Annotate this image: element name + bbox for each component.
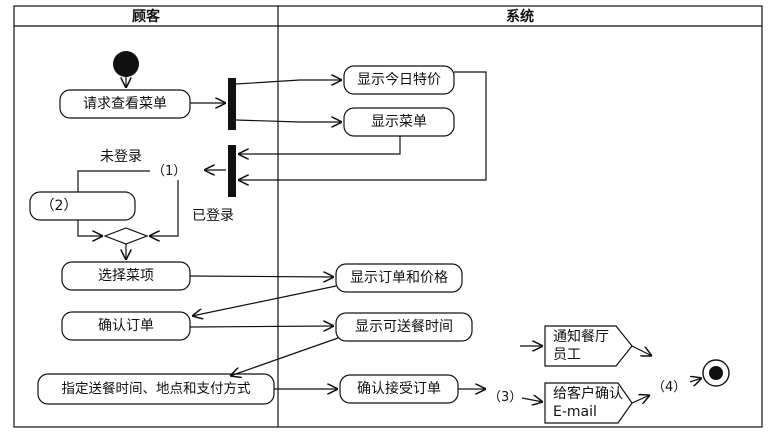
action-request-menu <box>59 89 191 119</box>
lane-header-system: 系统 <box>506 8 534 25</box>
blank-1: （1） <box>152 164 187 179</box>
label-show-specials: 显示今日特价 <box>357 72 441 88</box>
action-blank-2 <box>29 191 136 221</box>
edge-menu-join <box>238 136 401 154</box>
label-notify-staff: 通知餐厅员工 <box>553 329 609 363</box>
label-show-delivery-time: 显示可送餐时间 <box>355 319 453 335</box>
label-email-customer: 给客户确认E-mail <box>553 386 623 420</box>
edge-show-order-confirm <box>192 285 337 316</box>
edge-logged <box>149 180 179 236</box>
edge-blank4-final <box>689 378 702 382</box>
action-confirm-order <box>61 311 191 341</box>
action-show-order-price <box>335 263 463 293</box>
edge-select-show-order <box>189 276 334 277</box>
label-blank-2: （2） <box>40 198 78 214</box>
edge-not-logged <box>77 170 150 192</box>
label-show-order-price: 显示订单和价格 <box>350 270 448 286</box>
label-request-menu: 请求查看菜单 <box>83 96 167 112</box>
lane-header-customer: 顾客 <box>132 8 160 25</box>
edge-blank2-decision <box>77 220 103 236</box>
decision-node <box>103 227 149 245</box>
guard-not-logged-in: 未登录 <box>100 149 142 165</box>
edge-show-time-specify <box>230 337 339 376</box>
action-notify-staff <box>544 325 633 367</box>
fork-bar <box>228 78 236 130</box>
label-confirm-order: 确认订单 <box>98 318 154 334</box>
edge-fork-specials <box>235 80 342 84</box>
guard-logged-in: 已登录 <box>192 208 234 224</box>
action-email-customer <box>544 382 633 424</box>
join-bar <box>228 145 236 197</box>
action-show-menu <box>343 107 455 137</box>
initial-node <box>113 51 139 77</box>
edge-notify-out <box>631 345 652 356</box>
blank-3: （3） <box>488 390 523 405</box>
edge-fork-menu <box>235 120 342 122</box>
label-show-menu: 显示菜单 <box>371 114 427 130</box>
blank-4: （4） <box>652 380 687 395</box>
edge-specials-join <box>238 71 487 180</box>
label-select-items: 选择菜项 <box>98 268 154 284</box>
swimlane-frame <box>13 5 763 428</box>
label-specify-delivery: 指定送餐时间、地点和支付方式 <box>61 381 251 397</box>
action-show-specials <box>343 65 455 95</box>
edge-blank3-email <box>521 398 543 402</box>
action-show-delivery-time <box>335 312 473 342</box>
edge-confirm-show-time <box>189 326 334 327</box>
label-confirm-accept: 确认接受订单 <box>357 381 441 397</box>
edge-email-out <box>631 395 650 403</box>
final-node-inner <box>709 366 723 380</box>
